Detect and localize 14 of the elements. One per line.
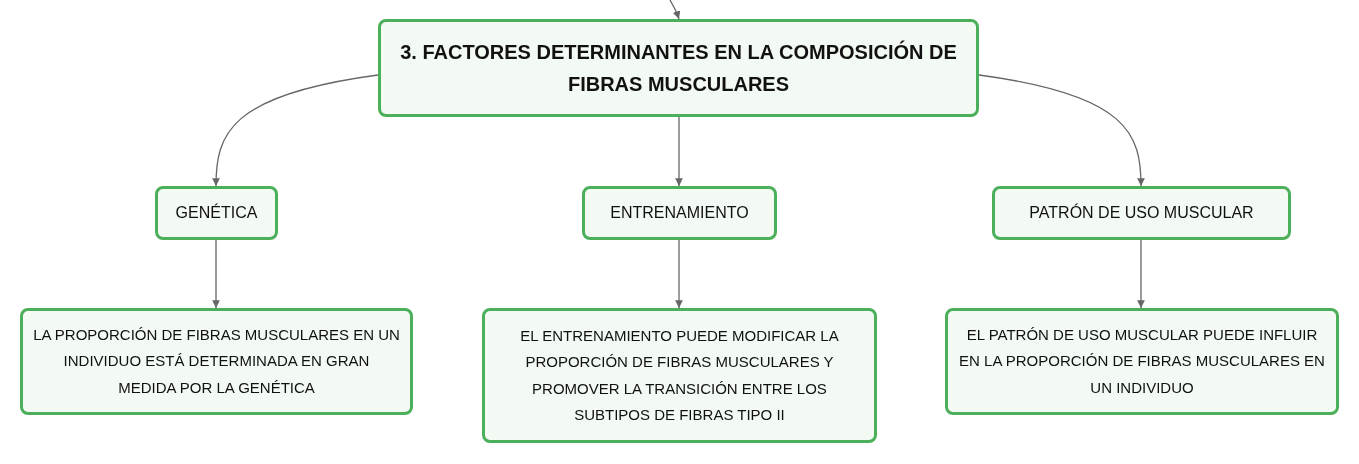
connector-arrow — [978, 74, 1145, 187]
connector-arrow — [675, 239, 683, 309]
connector-arrow — [675, 116, 683, 187]
category-box: ENTRENAMIENTO — [582, 186, 777, 240]
connector-arrow — [212, 239, 220, 309]
description-box: LA PROPORCIÓN DE FIBRAS MUSCULARES EN UN INDIVIDUO ESTÁ DETERMINADA EN GRAN MEDIDA POR LA GENÉTICA — [20, 308, 413, 415]
connector-arrow — [212, 74, 379, 187]
category-box: PATRÓN DE USO MUSCULAR — [992, 186, 1291, 240]
connector-arrow — [1137, 239, 1145, 309]
title-box: 3. FACTORES DETERMINANTES EN LA COMPOSICIÓN DE FIBRAS MUSCULARES — [378, 19, 979, 117]
description-box: EL PATRÓN DE USO MUSCULAR PUEDE INFLUIR EN LA PROPORCIÓN DE FIBRAS MUSCULARES EN UN INDIVIDUO — [945, 308, 1339, 415]
connector-arrow — [669, 0, 681, 20]
description-box: EL ENTRENAMIENTO PUEDE MODIFICAR LA PROPORCIÓN DE FIBRAS MUSCULARES Y PROMOVER LA TRANSICIÓN ENTRE LOS SUBTIPOS DE FIBRAS TIPO II — [482, 308, 877, 443]
category-box: GENÉTICA — [155, 186, 278, 240]
